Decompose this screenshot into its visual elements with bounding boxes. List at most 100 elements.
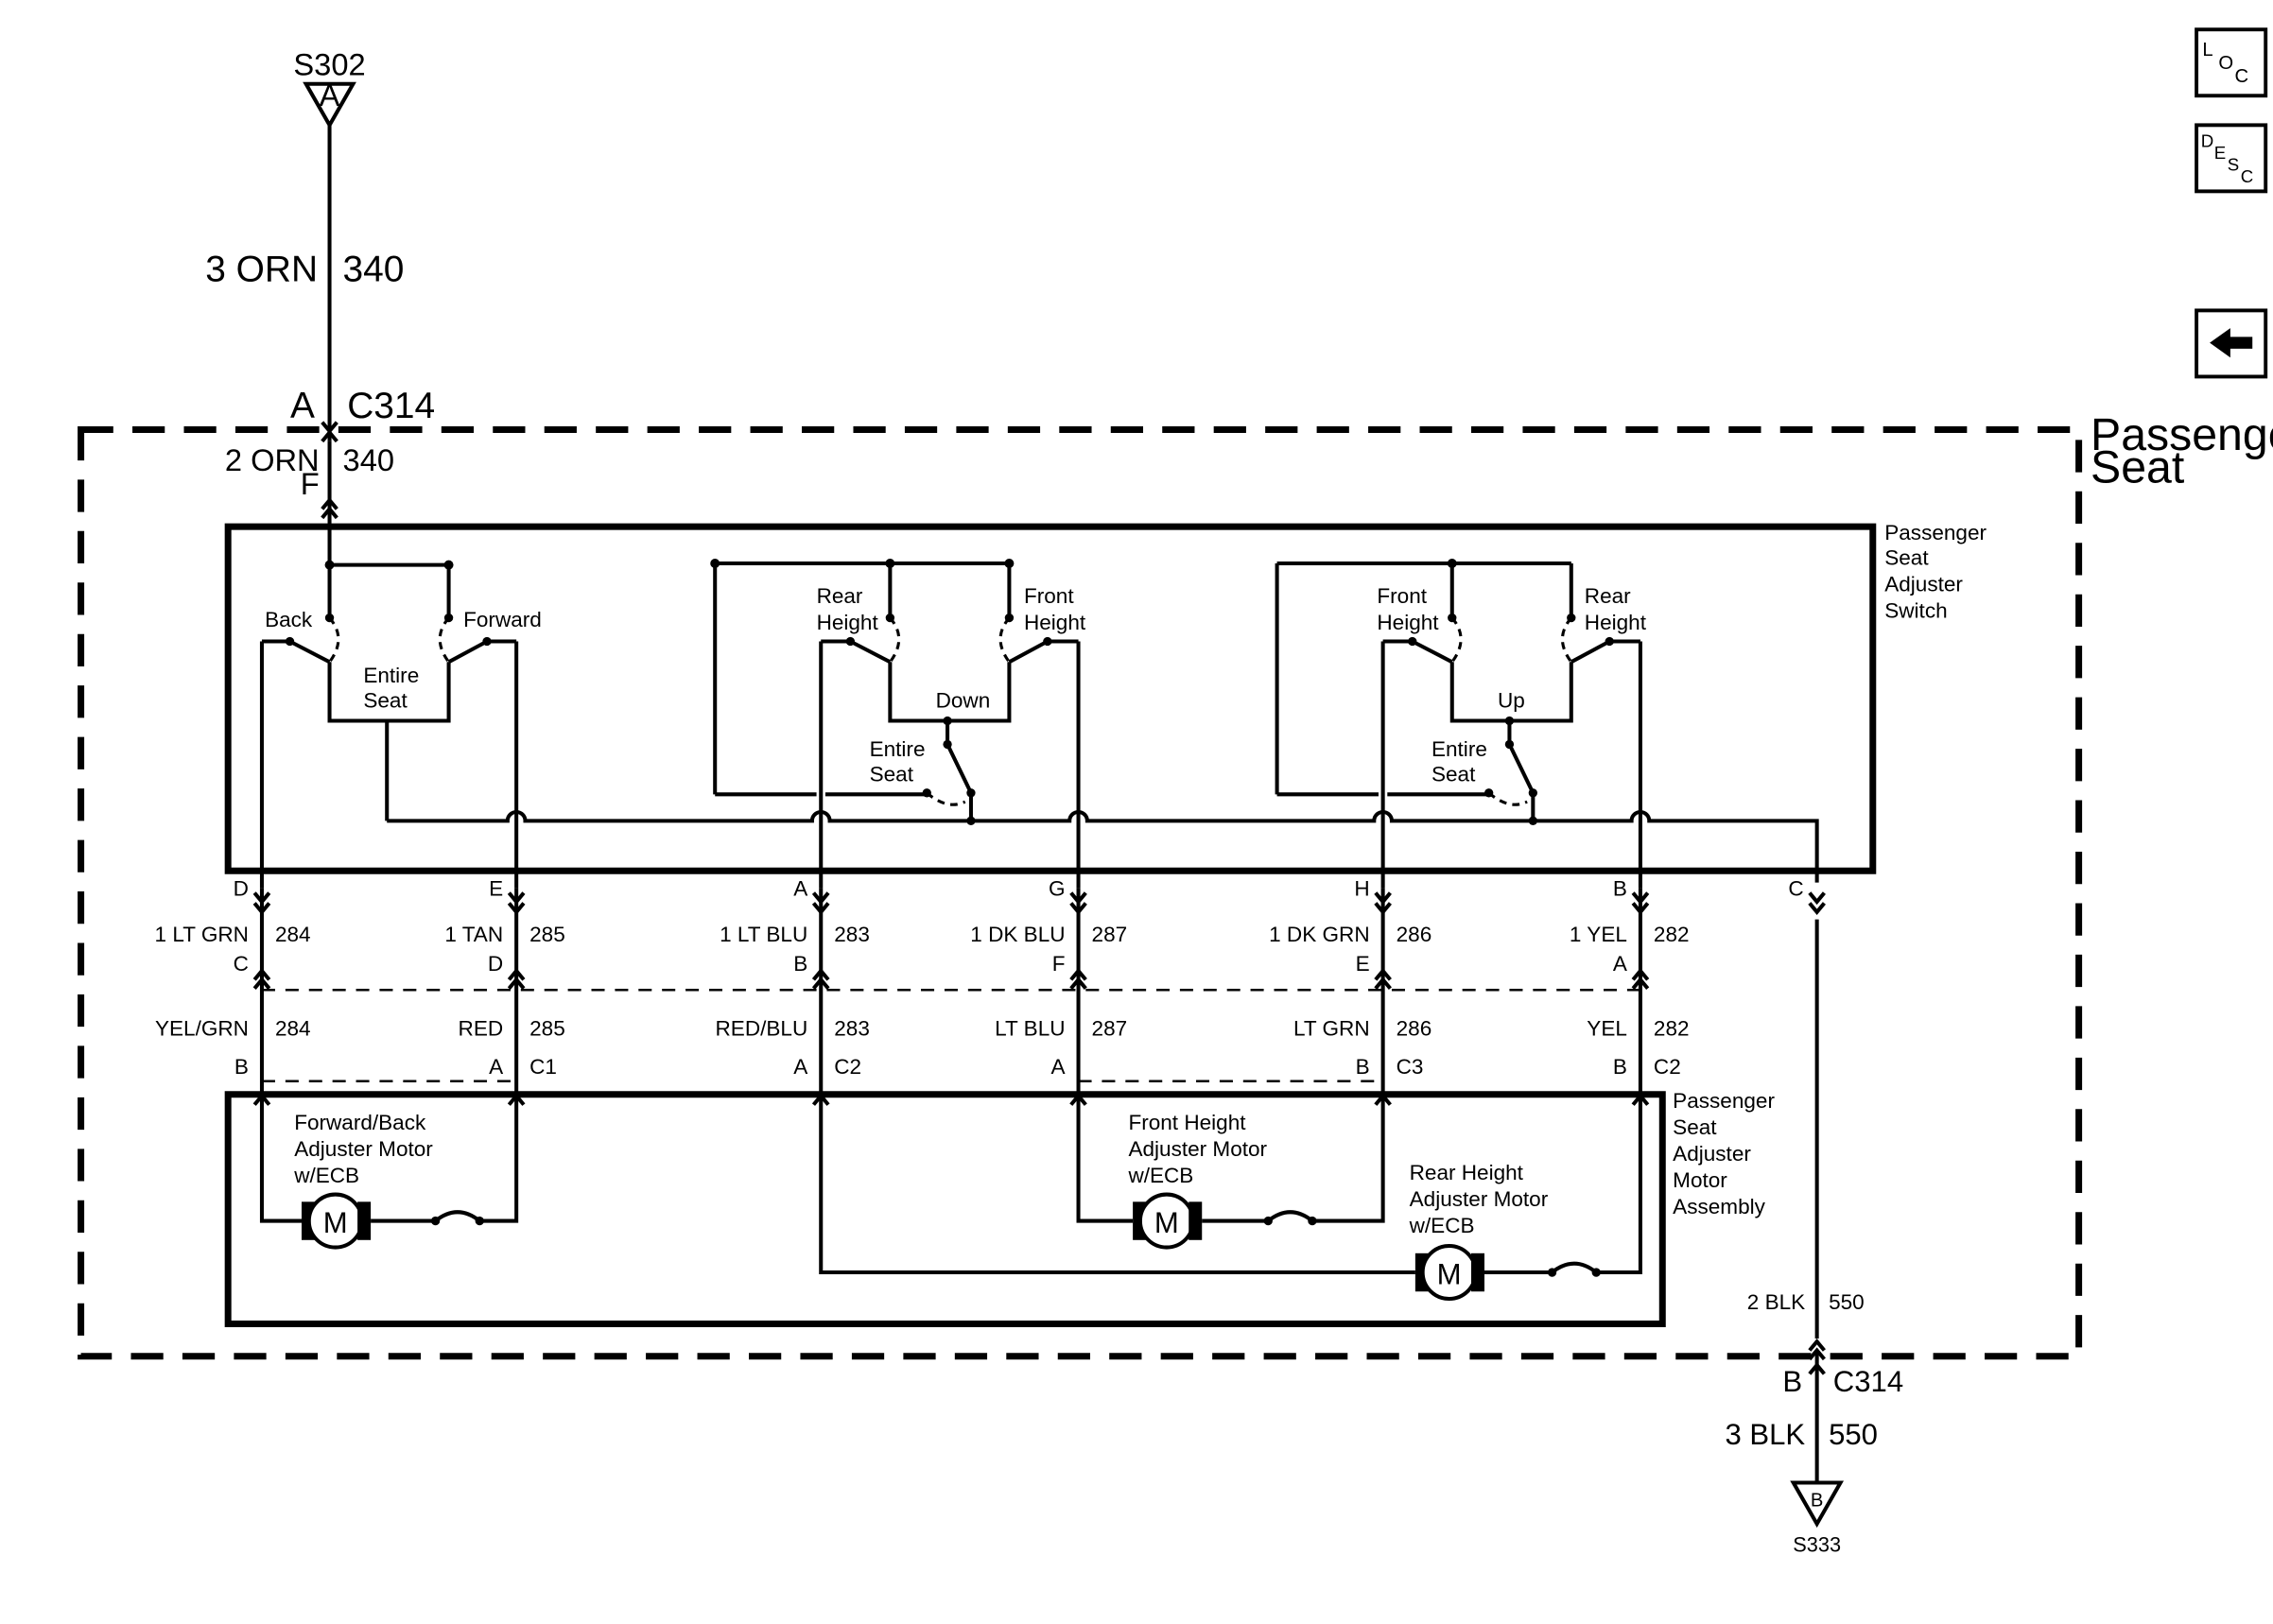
switch-entire-label-3: Entire: [1431, 737, 1487, 761]
rear-motor-label-3: w/ECB: [1409, 1214, 1475, 1237]
front-motor-label-1: Front Height: [1128, 1111, 1246, 1134]
column-1-top-pin: D: [234, 877, 249, 901]
ground-wire-connector: C314: [1833, 1365, 1903, 1398]
passenger-seat-label-1: Passenger: [2091, 409, 2273, 460]
ground-wire-circuit: 550: [1829, 1418, 1878, 1451]
motor-label-4: Motor: [1673, 1168, 1727, 1192]
rear-height-motor: M Rear Height Adjuster Motor w/ECB: [819, 1091, 1642, 1302]
column-4-mid-chevron-1: [1069, 967, 1087, 981]
switch-height-label-4: Height: [1585, 611, 1647, 634]
switch-height-label-3: Height: [1377, 611, 1439, 634]
switch-back-label: Back: [265, 608, 313, 631]
column-3-mid-chevron-2: [811, 976, 830, 991]
splice-s302: S302 A: [293, 46, 366, 130]
column-4-upper-circuit: 287: [1092, 923, 1128, 946]
column-2-lower-wire-color: RED: [459, 1017, 504, 1041]
switch-entire-label-2: Entire: [870, 737, 926, 761]
switch-label-1: Passenger: [1884, 521, 1987, 544]
switch-forward-label: Forward: [463, 608, 542, 631]
column-2-lower-circuit: 285: [529, 1017, 565, 1041]
column-5-mid-chevron-1: [1374, 967, 1392, 981]
column-1-mid-pin: C: [234, 952, 249, 976]
column-4-mid-chevron-2: [1069, 976, 1087, 991]
column-3-lower-circuit: 283: [834, 1017, 870, 1041]
splice-s333-id: S333: [1793, 1533, 1841, 1557]
column-3-upper-wire-color: 1 LT BLU: [720, 923, 807, 946]
inner-feed-color: 2 ORN: [225, 442, 320, 477]
fb-motor-label-3: w/ECB: [293, 1164, 359, 1187]
column-3-bottom-pin: A: [793, 1055, 807, 1079]
back-button[interactable]: [2195, 308, 2268, 379]
feed-wire-pin: A: [290, 386, 315, 426]
column-6-upper-circuit: 282: [1654, 923, 1690, 946]
feed-wire-connector: C314: [347, 386, 435, 426]
inner-feed-pin: F: [301, 466, 320, 501]
column-1-lower-circuit: 284: [275, 1017, 311, 1041]
column-3-lower-wire-color: RED/BLU: [716, 1017, 808, 1041]
inner-ground-color: 2 BLK: [1747, 1290, 1805, 1314]
ground-wire-pin: B: [1782, 1365, 1802, 1398]
switch-down-label: Down: [936, 689, 991, 713]
switch-label-4: Switch: [1884, 599, 1947, 623]
switch-label-3: Adjuster: [1884, 573, 1963, 596]
column-6-top-pin: B: [1613, 877, 1627, 901]
switch-front-label-1: Front: [1024, 584, 1074, 608]
column-3-top-pin: A: [793, 877, 807, 901]
fb-motor-symbol: M: [323, 1206, 348, 1239]
column-2-mid-chevron-1: [507, 967, 526, 981]
seat-adjuster-switch-box: [224, 523, 1877, 874]
front-motor-label-3: w/ECB: [1127, 1164, 1193, 1187]
column-6-mid-chevron-1: [1631, 967, 1650, 981]
loc-button[interactable]: L O C: [2195, 27, 2268, 98]
column-1-mid-chevron-2: [252, 976, 271, 991]
column-4-lower-circuit: 287: [1092, 1017, 1128, 1041]
column-5-mid-pin: E: [1356, 952, 1370, 976]
forward-back-motor: M Forward/Back Adjuster Motor w/ECB: [259, 1091, 519, 1250]
front-motor-symbol: M: [1154, 1206, 1179, 1239]
column-6-lower-wire-color: YEL: [1587, 1017, 1627, 1041]
loc-letter-1: L: [2202, 40, 2212, 60]
seat-adjuster-motor-box: [224, 1091, 1666, 1327]
rear-motor-label-1: Rear Height: [1410, 1161, 1524, 1184]
front-motor-label-2: Adjuster Motor: [1128, 1137, 1267, 1161]
column-1-upper-wire-color: 1 LT GRN: [155, 923, 249, 946]
column-4-upper-wire-color: 1 DK BLU: [970, 923, 1065, 946]
column-4-mid-pin: F: [1052, 952, 1066, 976]
column-4-top-pin: G: [1049, 877, 1066, 901]
column-5-upper-circuit: 286: [1397, 923, 1432, 946]
motor-label-1: Passenger: [1673, 1089, 1775, 1113]
column-5-bottom-pin: B: [1356, 1055, 1370, 1079]
desc-letter-4: C: [2241, 166, 2253, 186]
column-2-connector: C1: [529, 1055, 557, 1079]
switch-height-up: Front Height Rear Height Up Entire Seat: [1275, 563, 1647, 826]
column-5-upper-wire-color: 1 DK GRN: [1269, 923, 1370, 946]
column-6-upper-wire-color: 1 YEL: [1570, 923, 1627, 946]
splice-s333-letter: B: [1811, 1490, 1823, 1511]
rear-motor-label-2: Adjuster Motor: [1410, 1187, 1549, 1211]
column-4-lower-wire-color: LT BLU: [995, 1017, 1065, 1041]
desc-button[interactable]: D E S C: [2195, 123, 2268, 194]
motor-assembly-label: Passenger Seat Adjuster Motor Assembly: [1673, 1089, 1775, 1218]
splice-s333: B S333: [1790, 1480, 1845, 1557]
inner-feed-circuit: 340: [343, 442, 394, 477]
column-3-mid-pin: B: [793, 952, 807, 976]
column-3-mid-chevron-1: [811, 967, 830, 981]
column-5-lower-circuit: 286: [1397, 1017, 1432, 1041]
column-7-top-chevron-2: [1808, 902, 1826, 915]
ground-wire-color: 3 BLK: [1725, 1418, 1805, 1451]
column-4-bottom-pin: A: [1050, 1055, 1065, 1079]
feed-wire-circuit: 340: [343, 249, 405, 289]
column-5-mid-chevron-2: [1374, 976, 1392, 991]
column-1-upper-circuit: 284: [275, 923, 311, 946]
splice-s302-id: S302: [293, 46, 365, 81]
desc-letter-2: E: [2214, 143, 2226, 163]
inner-ground-circuit: 550: [1829, 1290, 1865, 1314]
column-2-mid-chevron-2: [507, 976, 526, 991]
column-6-mid-pin: A: [1613, 952, 1627, 976]
column-1-bottom-pin: B: [234, 1055, 249, 1079]
column-5-connector: C3: [1397, 1055, 1424, 1079]
column-6-mid-chevron-2: [1631, 976, 1650, 991]
column-2-top-pin: E: [489, 877, 503, 901]
